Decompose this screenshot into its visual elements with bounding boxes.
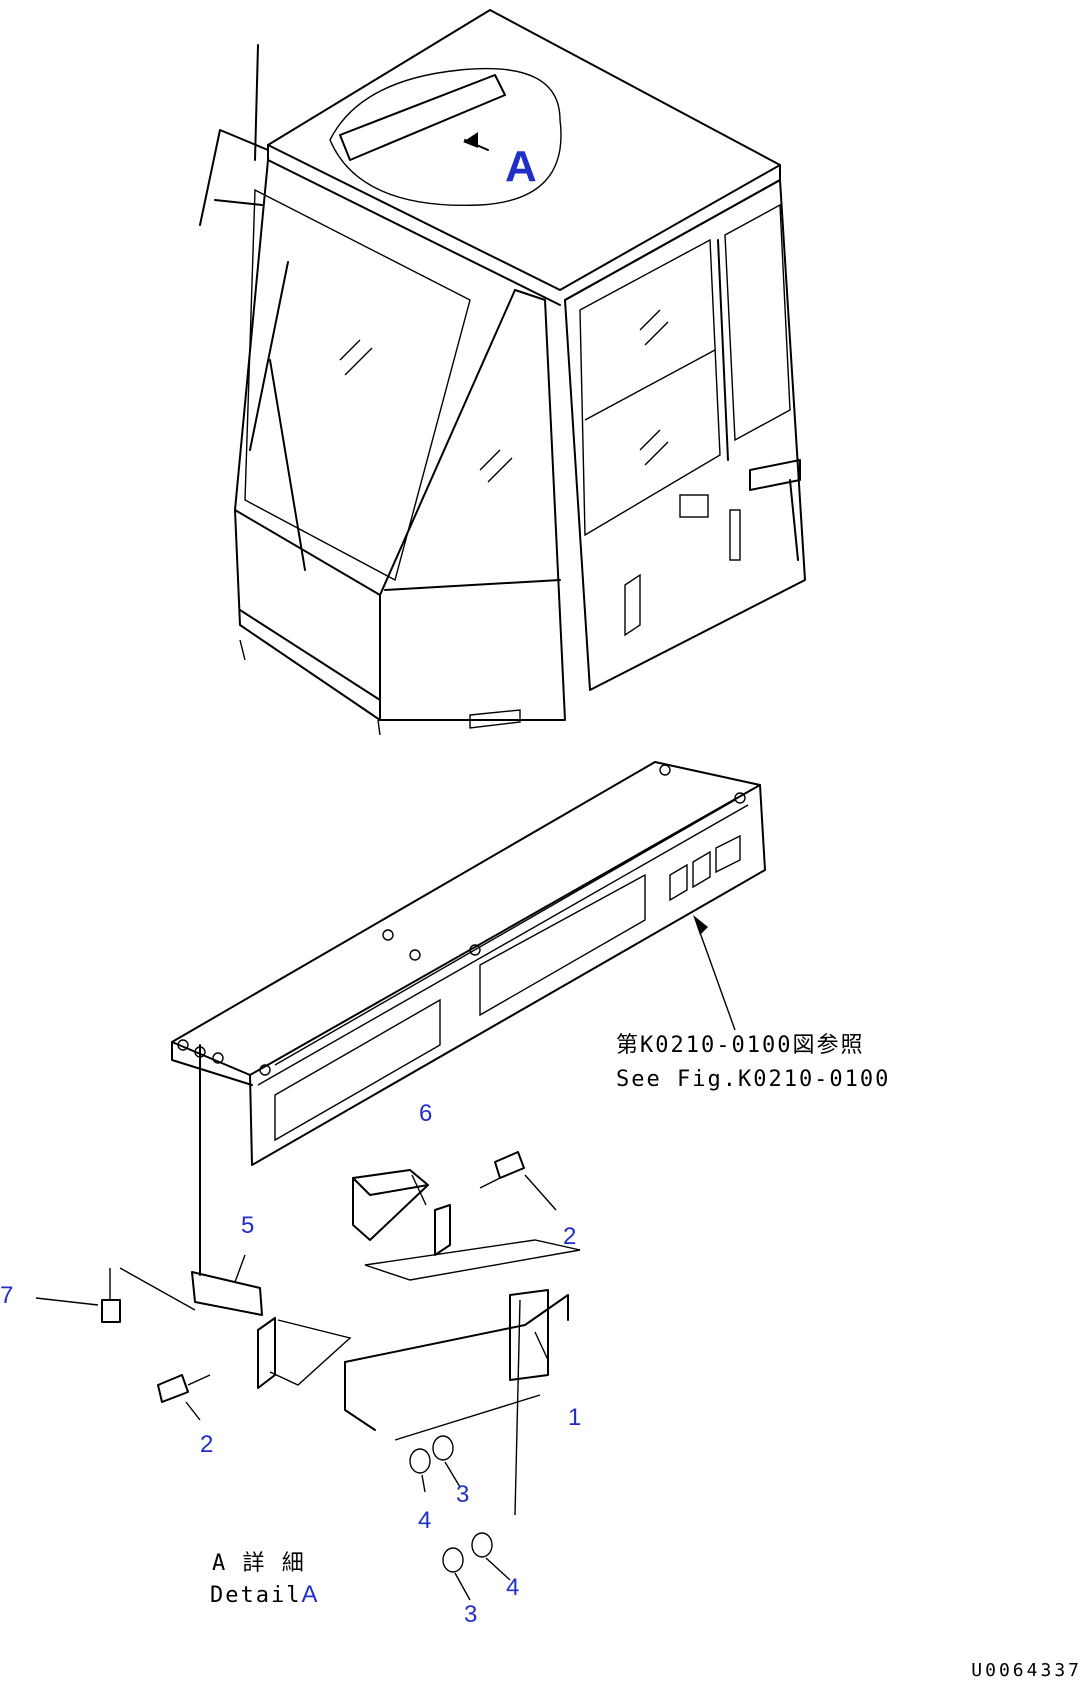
callout-4a: 4 (418, 1507, 431, 1534)
callout-6: 6 (419, 1100, 432, 1127)
drawing-number: U0064337 (971, 1660, 1082, 1681)
detail-title-jp: A 詳 細 (212, 1551, 306, 1576)
callout-4b: 4 (506, 1574, 519, 1601)
reference-note-en: See Fig.K0210-0100 (616, 1067, 890, 1092)
detail-title-letter: A (301, 1581, 317, 1608)
detail-title-prefix: Detail (210, 1583, 301, 1608)
cab-assembly (199, 9, 806, 736)
callout-3a: 3 (456, 1481, 469, 1508)
detail-title-en: DetailA (210, 1581, 318, 1608)
callout-3b: 3 (464, 1601, 477, 1628)
console-panel (171, 761, 766, 1166)
callout-5: 5 (241, 1212, 254, 1239)
callout-2a: 2 (563, 1223, 576, 1250)
bracket-assembly (35, 1044, 581, 1601)
callout-7: 7 (0, 1282, 13, 1309)
view-label-a: A (505, 142, 537, 191)
reference-note-jp: 第K0210-0100図参照 (616, 1033, 864, 1058)
callout-2b: 2 (200, 1431, 213, 1458)
callout-1: 1 (568, 1404, 581, 1431)
